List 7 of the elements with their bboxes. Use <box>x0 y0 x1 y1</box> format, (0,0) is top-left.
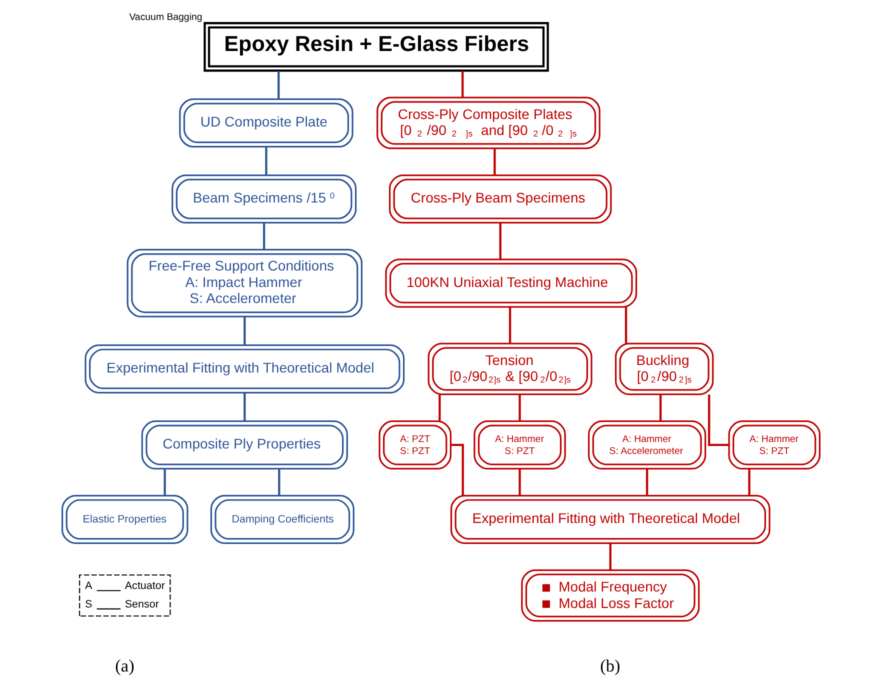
label: (a) <box>115 656 134 676</box>
label: (b) <box>600 656 620 676</box>
label: Sensor <box>124 598 160 610</box>
label: A <box>84 580 92 592</box>
label: S <box>84 598 92 610</box>
label: Actuator <box>124 580 165 592</box>
node-label: Vacuum Bagging <box>129 12 202 24</box>
